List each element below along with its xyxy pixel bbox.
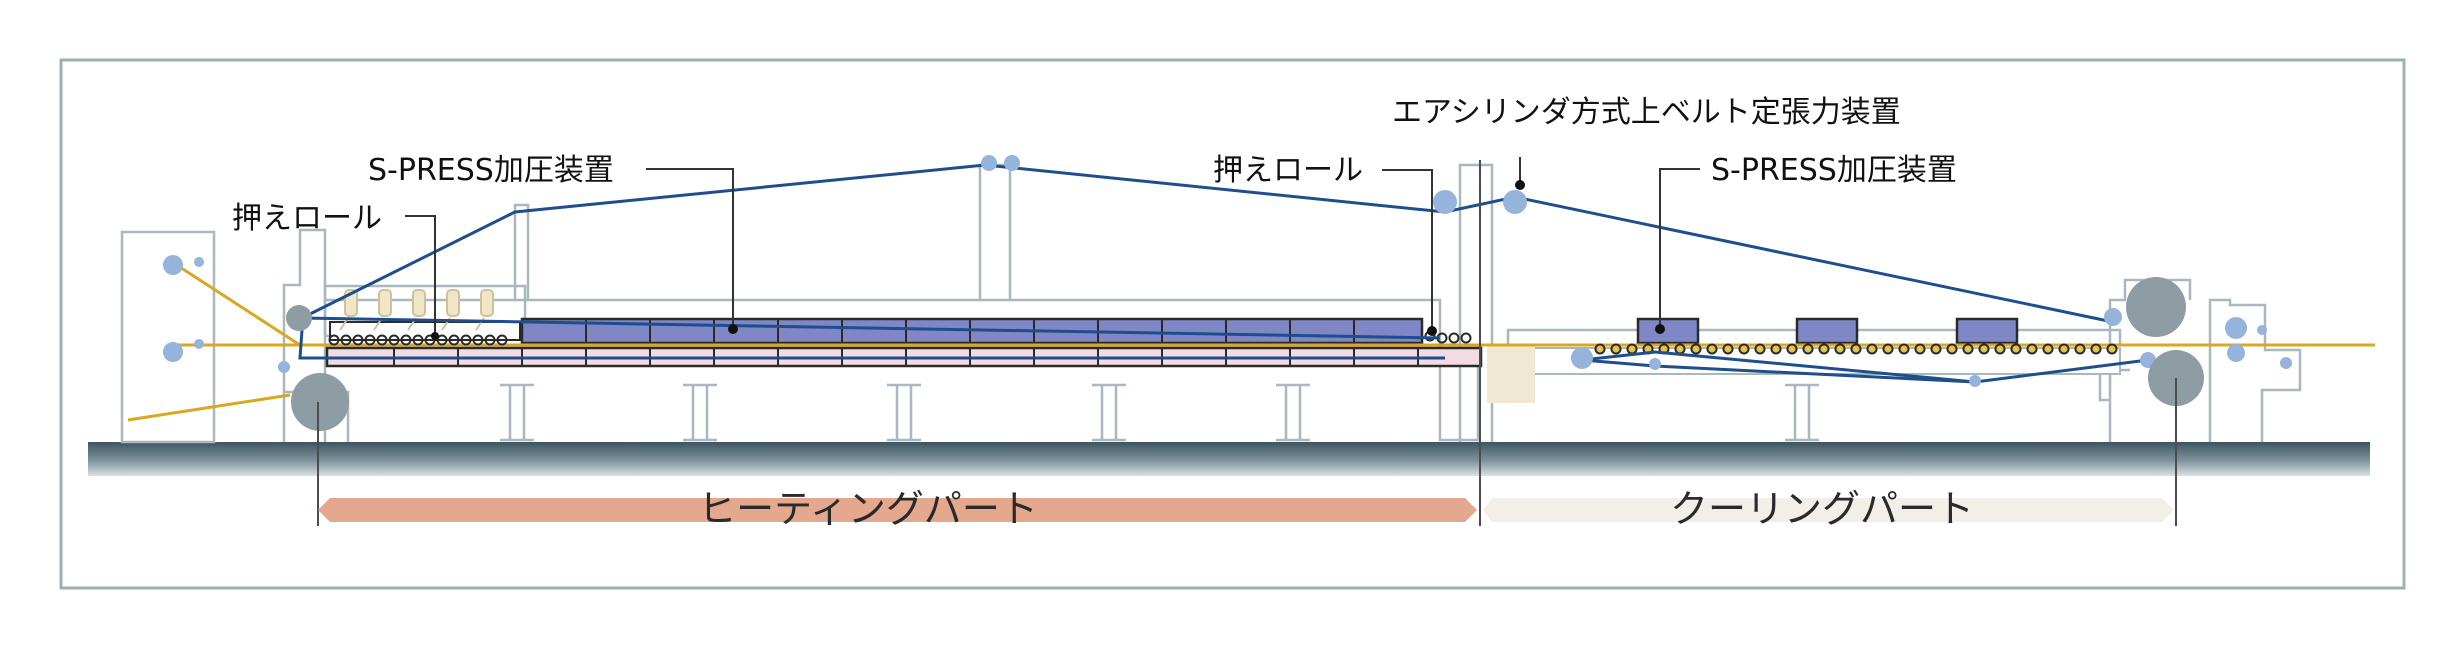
- heating-legs: [500, 383, 1310, 442]
- guide-rolls: [163, 155, 2292, 387]
- spress-cooling-blocks: [1636, 317, 2019, 345]
- callout-dots: [431, 180, 1665, 340]
- cooling-part-label: クーリングパート: [1670, 487, 1974, 531]
- cooling-arrow: [1483, 498, 2174, 522]
- heating-roll-row: [328, 330, 1472, 346]
- heating-part-label: ヒーティングパート: [698, 487, 1038, 531]
- heating-arrow: [318, 498, 1477, 522]
- part-arrows: ヒーティングパート クーリングパート: [317, 160, 2177, 531]
- floor: [88, 442, 2370, 476]
- label-spress-left: S-PRESS加圧装置: [368, 153, 614, 188]
- entry-roll: [286, 305, 312, 331]
- label-air-cylinder: エアシリンダ方式上ベルト定張力装置: [1392, 95, 1901, 130]
- cooling-roll-row: [1594, 343, 2118, 355]
- callouts: [405, 157, 1700, 336]
- press-cylinders: [339, 289, 494, 331]
- label-spress-right: S-PRESS加圧装置: [1711, 153, 1957, 188]
- label-press-roll-center: 押えロール: [1213, 153, 1363, 188]
- label-press-roll-left: 押えロール: [232, 201, 382, 236]
- cooling-entry-block: [1487, 345, 1535, 403]
